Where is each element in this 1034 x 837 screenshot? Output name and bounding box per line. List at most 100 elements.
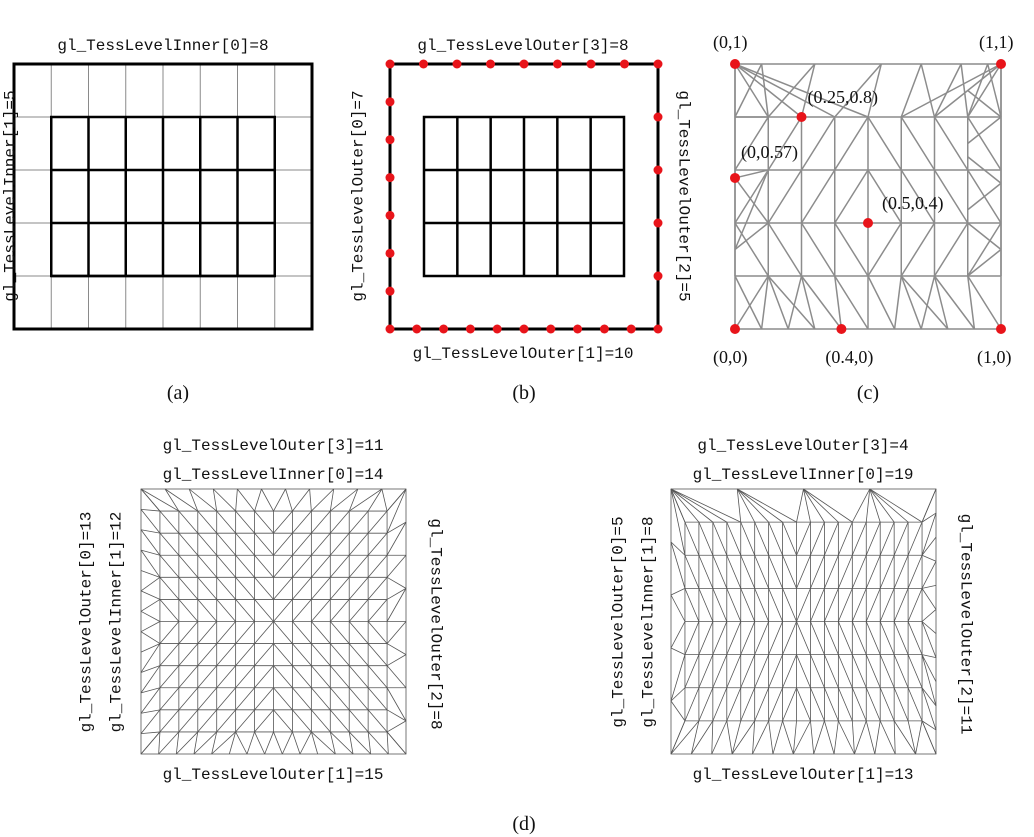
mesh-diagonal bbox=[712, 654, 728, 688]
mesh-diagonal bbox=[834, 116, 869, 171]
mesh-diagonal bbox=[178, 687, 199, 711]
mesh-diagonal bbox=[734, 222, 769, 277]
mesh-diagonal bbox=[178, 665, 199, 689]
edge-vertex bbox=[385, 173, 395, 183]
mesh-diagonal bbox=[273, 665, 293, 689]
mesh-transition-right bbox=[921, 512, 937, 523]
edge-vertex bbox=[553, 59, 562, 69]
mesh-diagonal bbox=[329, 665, 350, 689]
mesh-diagonal bbox=[254, 643, 274, 666]
mesh-diagonal bbox=[740, 621, 756, 655]
mesh-fan-line bbox=[734, 169, 769, 179]
mesh-diagonal bbox=[273, 554, 293, 578]
mesh-diagonal bbox=[867, 222, 902, 277]
mesh-diagonal bbox=[254, 532, 274, 556]
mesh-transition-top bbox=[311, 488, 335, 512]
mesh-fan-line bbox=[800, 275, 842, 330]
mesh-transition-bottom bbox=[211, 731, 236, 755]
panel-d-right: gl_TessLevelOuter[3]=4 gl_TessLevelInner… bbox=[609, 437, 974, 784]
mesh-diagonal bbox=[810, 687, 825, 722]
mesh-fan-line bbox=[967, 275, 976, 330]
mesh-diagonal bbox=[367, 577, 388, 600]
mesh-diagonal bbox=[933, 116, 969, 171]
mesh-diagonal bbox=[216, 577, 236, 600]
mesh-transition-bottom bbox=[792, 720, 797, 755]
mesh-diagonal bbox=[329, 643, 350, 666]
mesh-diagonal bbox=[740, 555, 756, 589]
mesh-transition-top bbox=[869, 488, 881, 523]
mesh-diagonal bbox=[216, 687, 236, 711]
mesh-transition-bottom bbox=[691, 720, 714, 755]
mesh-transition-left bbox=[140, 665, 161, 673]
mesh-diagonal bbox=[837, 588, 853, 622]
mesh-diagonal bbox=[292, 554, 312, 578]
mesh-transition-bottom bbox=[310, 731, 319, 755]
mesh-transition-left bbox=[670, 588, 686, 596]
mesh-point-label: (1,0) bbox=[977, 347, 1012, 368]
panel-d-right-inner0-label: gl_TessLevelInner[0]=19 bbox=[693, 466, 914, 484]
mesh-transition-top bbox=[381, 488, 388, 512]
panel-b: gl_TessLevelOuter[3]=8 gl_TessLevelOuter… bbox=[349, 37, 692, 404]
mesh-diagonal bbox=[824, 654, 839, 688]
mesh-transition-left bbox=[670, 541, 686, 556]
mesh-transition-right bbox=[921, 588, 937, 610]
mesh-fan-line bbox=[933, 63, 962, 118]
mesh-fan-line bbox=[900, 275, 922, 330]
mesh-transition-right bbox=[921, 654, 937, 706]
mesh-diagonal bbox=[712, 687, 728, 722]
mesh-transition-top bbox=[737, 488, 797, 523]
mesh-transition-left bbox=[140, 577, 161, 592]
mesh-fan-line bbox=[834, 275, 843, 330]
edge-vertex bbox=[653, 165, 663, 175]
mesh-transition-left bbox=[670, 687, 686, 702]
mesh-diagonal bbox=[159, 532, 180, 556]
mesh-transition-bottom bbox=[246, 731, 255, 755]
mesh-diagonal bbox=[178, 599, 199, 622]
mesh-diagonal bbox=[197, 621, 218, 644]
mesh-fan-line bbox=[967, 89, 1002, 118]
mesh-diagonal bbox=[197, 510, 218, 534]
mesh-diagonal bbox=[292, 665, 312, 689]
mesh-fan-line bbox=[967, 156, 1002, 184]
mesh-diagonal bbox=[767, 116, 803, 171]
mesh-diagonal bbox=[768, 588, 783, 622]
mesh-transition-top bbox=[803, 488, 811, 523]
mesh-fan-line bbox=[967, 248, 1002, 277]
mesh-transition-bottom bbox=[329, 731, 336, 755]
mesh-transition-top bbox=[164, 488, 180, 512]
mesh-fan-line bbox=[734, 63, 769, 118]
edge-vertex bbox=[486, 59, 495, 69]
mesh-transition-right bbox=[386, 588, 407, 600]
mesh-transition-left bbox=[140, 529, 161, 556]
edge-vertex bbox=[385, 135, 395, 145]
mesh-transition-left bbox=[670, 488, 686, 523]
mesh-fan-line bbox=[734, 169, 769, 250]
mesh-diagonal bbox=[273, 532, 293, 556]
mesh-diagonal bbox=[810, 521, 825, 556]
mesh-fan-line bbox=[800, 275, 816, 330]
mesh-transition-top bbox=[670, 488, 700, 523]
mesh-diagonal bbox=[311, 709, 331, 733]
mesh-fan-line bbox=[967, 182, 1002, 211]
panel-d-caption: (d) bbox=[512, 813, 535, 835]
mesh-transition-top bbox=[736, 488, 756, 523]
mesh-diagonal bbox=[684, 654, 700, 688]
mesh-transition-right bbox=[921, 609, 937, 622]
mesh-fan-line bbox=[900, 63, 1002, 118]
mesh-diagonal bbox=[782, 687, 797, 722]
panel-d-right-inner1-label: gl_TessLevelInner[1]=8 bbox=[639, 516, 657, 727]
mesh-transition-top bbox=[869, 488, 923, 523]
mesh-diagonal bbox=[235, 621, 255, 644]
mesh-transition-top bbox=[348, 488, 359, 512]
mesh-diagonal bbox=[684, 621, 700, 655]
edge-vertex bbox=[519, 324, 529, 334]
mesh-diagonal bbox=[754, 521, 770, 556]
mesh-diagonal bbox=[367, 621, 388, 644]
mesh-transition-bottom bbox=[792, 720, 811, 755]
edge-vertex bbox=[573, 324, 583, 334]
mesh-diagonal bbox=[782, 654, 797, 688]
mesh-diagonal bbox=[900, 116, 936, 171]
mesh-transition-top bbox=[164, 488, 199, 512]
mesh-transition-left bbox=[670, 621, 686, 649]
mesh-diagonal bbox=[311, 687, 331, 711]
